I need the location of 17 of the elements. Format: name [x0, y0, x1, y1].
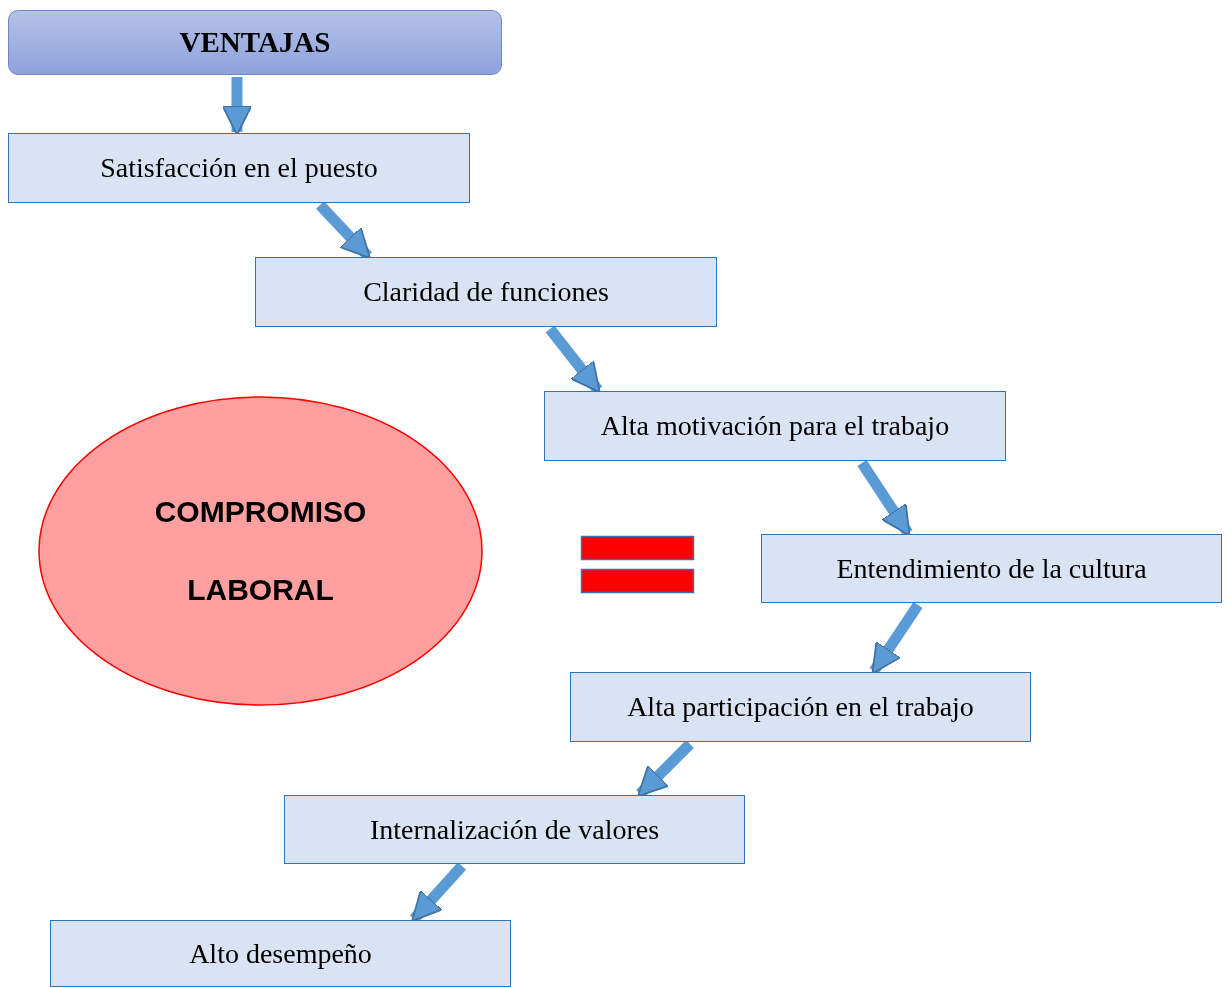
node-label: Claridad de funciones: [363, 276, 609, 308]
node-label: Alta participación en el trabajo: [627, 691, 974, 723]
node-label: Entendimiento de la cultura: [836, 552, 1147, 585]
process-box: [761, 534, 1222, 603]
process-box: [8, 133, 470, 203]
node-label: VENTAJAS: [179, 26, 331, 59]
node-label: Alta motivación para el trabajo: [600, 410, 950, 442]
header-box: [8, 10, 502, 75]
process-box: [544, 391, 1006, 461]
node-label: Alto desempeño: [189, 937, 372, 970]
node-label: Internalización de valores: [369, 813, 660, 846]
process-box: [570, 672, 1031, 742]
process-box: [284, 795, 745, 864]
process-box: [255, 257, 717, 327]
node-label: COMPROMISO LABORAL: [153, 494, 368, 608]
node-label: Satisfacción en el puesto: [100, 152, 378, 184]
process-box: [50, 920, 511, 987]
